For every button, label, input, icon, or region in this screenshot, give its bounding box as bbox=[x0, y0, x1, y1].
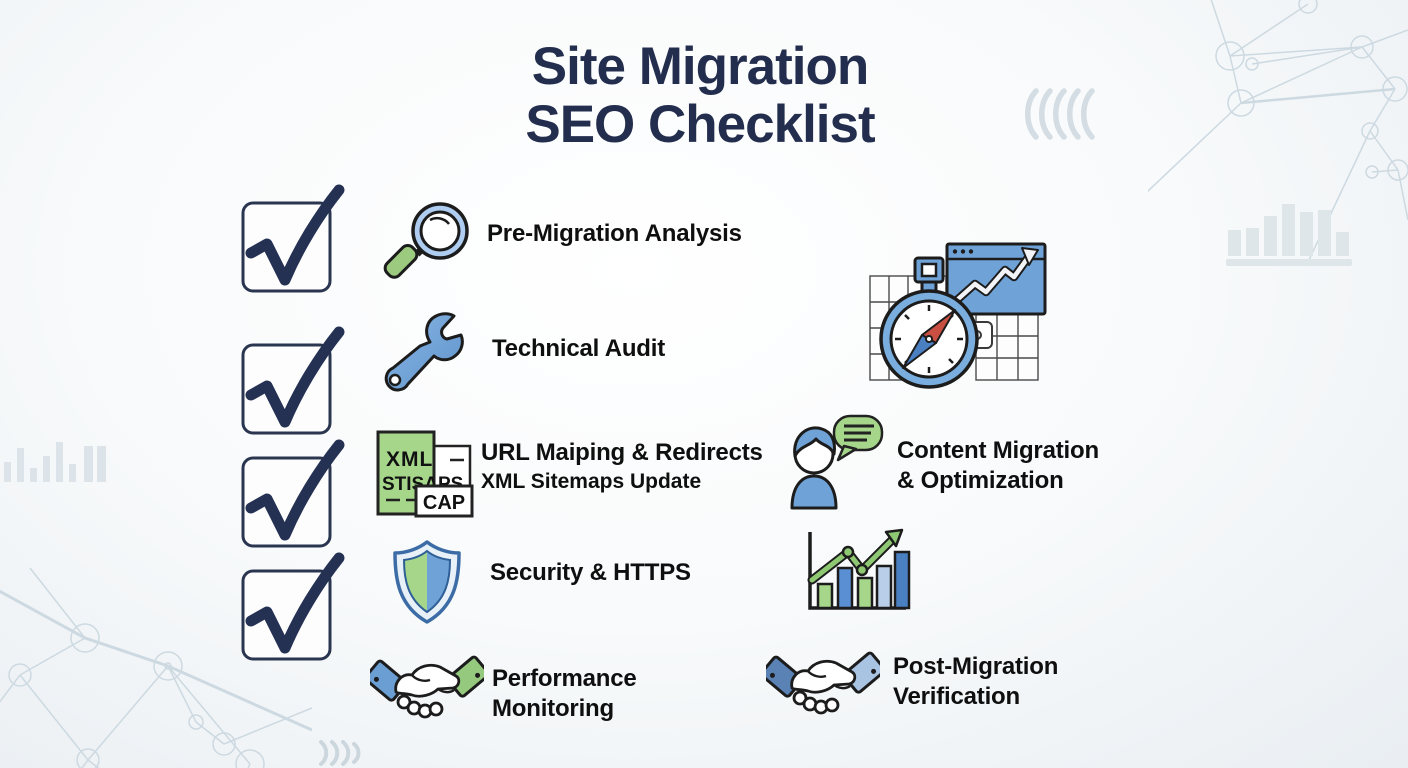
checkmark-icon bbox=[241, 439, 345, 548]
checklist-item-sublabel: XML Sitemaps Update bbox=[481, 470, 702, 493]
page-title: Site Migration SEO Checklist bbox=[350, 38, 1050, 154]
checklist-item-label: Content Migration & Optimization bbox=[897, 436, 1099, 496]
magnifying-glass-icon bbox=[383, 196, 475, 288]
title-line-2: SEO Checklist bbox=[525, 95, 875, 154]
checklist-item-label: Technical Audit bbox=[492, 335, 666, 362]
xml-tag-text: CAP bbox=[423, 492, 465, 514]
checklist-item-label: Post-Migration Verification bbox=[893, 652, 1058, 712]
stopwatch-analytics-icon bbox=[858, 226, 1048, 406]
checklist-item-label: Performance Monitoring bbox=[492, 664, 637, 724]
shield-icon bbox=[388, 538, 466, 624]
checkbox-checked[interactable] bbox=[233, 325, 345, 443]
growth-bar-chart-icon bbox=[796, 526, 912, 616]
checkbox-checked[interactable] bbox=[233, 183, 345, 301]
xml-doc-text-1: XML bbox=[386, 448, 433, 471]
checkmark-icon bbox=[241, 184, 345, 293]
label-line-2: Monitoring bbox=[492, 695, 614, 722]
checkmark-icon bbox=[241, 326, 345, 435]
handshake-icon bbox=[766, 646, 880, 724]
ghost-bar-chart-right bbox=[1226, 204, 1352, 266]
checklist-item-label: URL Maiping & Redirects bbox=[481, 439, 763, 466]
checkbox-checked[interactable] bbox=[233, 438, 345, 556]
handshake-icon bbox=[370, 650, 484, 728]
label-line-1: Performance bbox=[492, 665, 637, 692]
label-line-1: Content Migration bbox=[897, 437, 1099, 464]
network-pattern-bottom-left bbox=[0, 567, 312, 768]
checkbox-checked[interactable] bbox=[233, 551, 345, 669]
checklist-item-label: Pre-Migration Analysis bbox=[487, 220, 742, 247]
arc-marks-bottom bbox=[319, 740, 361, 766]
title-line-1: Site Migration bbox=[531, 37, 869, 96]
checkmark-icon bbox=[241, 552, 345, 661]
label-line-2: & Optimization bbox=[897, 467, 1064, 494]
label-line-1: Post-Migration bbox=[893, 653, 1059, 680]
xml-sitemap-icon: XML STISAPS CAP bbox=[374, 426, 478, 522]
ghost-bar-chart-left bbox=[4, 442, 106, 482]
label-line-2: Verification bbox=[893, 683, 1020, 710]
wrench-icon bbox=[383, 312, 467, 396]
checklist-item-label: Security & HTTPS bbox=[490, 559, 691, 586]
arc-marks-top bbox=[1025, 88, 1095, 140]
person-chat-icon bbox=[784, 414, 884, 510]
